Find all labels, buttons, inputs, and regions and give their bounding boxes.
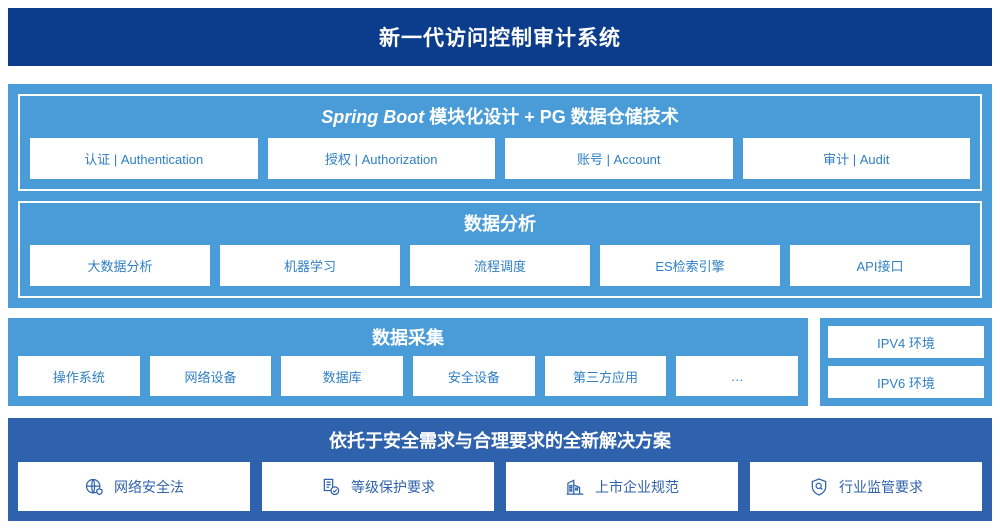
- module-audit[interactable]: 审计 | Audit: [742, 138, 970, 179]
- compliance-graded-protection[interactable]: 等级保护要求: [262, 462, 494, 511]
- page-title: 新一代访问控制审计系统: [379, 27, 621, 50]
- source-more-ellipsis[interactable]: …: [676, 356, 799, 396]
- layer-title-en: Spring Boot: [321, 107, 425, 127]
- module-big-data-analysis[interactable]: 大数据分析: [30, 245, 210, 286]
- compliance-title: 依托于安全需求与合理要求的全新解决方案: [329, 431, 671, 451]
- layer-items-data-analysis: 大数据分析 机器学习 流程调度 ES检索引擎 API接口: [30, 245, 970, 286]
- compliance-items: 网络安全法 等级保护要求: [18, 462, 982, 511]
- module-api-interface[interactable]: API接口: [790, 245, 970, 286]
- compliance-label: 网络安全法: [114, 478, 184, 495]
- compliance-panel: 依托于安全需求与合理要求的全新解决方案 网络安全法: [8, 418, 992, 521]
- module-authorization[interactable]: 授权 | Authorization: [267, 138, 495, 179]
- page-title-bar: 新一代访问控制审计系统: [8, 8, 992, 66]
- document-check-icon: [321, 477, 341, 497]
- architecture-layer-spring-boot: Spring Boot 模块化设计 + PG 数据仓储技术 认证 | Authe…: [18, 94, 982, 191]
- environment-ipv6[interactable]: IPV6 环境: [828, 366, 984, 398]
- source-operating-system[interactable]: 操作系统: [18, 356, 140, 396]
- data-collection-panel: 数据采集 操作系统 网络设备 数据库 安全设备 第三方应用 …: [8, 318, 808, 406]
- source-database[interactable]: 数据库: [281, 356, 404, 396]
- source-third-party-app[interactable]: 第三方应用: [544, 356, 667, 396]
- module-authentication[interactable]: 认证 | Authentication: [30, 138, 258, 179]
- source-network-device[interactable]: 网络设备: [149, 356, 272, 396]
- building-icon: [565, 477, 585, 497]
- compliance-label: 行业监管要求: [839, 478, 923, 495]
- module-es-search-engine[interactable]: ES检索引擎: [600, 245, 780, 286]
- layer-title-data-analysis: 数据分析: [464, 214, 536, 234]
- layer-title-zh: 模块化设计 + PG 数据仓储技术: [424, 107, 679, 127]
- ip-environment-panel: IPV4 环境 IPV6 环境: [820, 318, 992, 406]
- layer-title-spring-boot: Spring Boot 模块化设计 + PG 数据仓储技术: [30, 104, 970, 130]
- module-account[interactable]: 账号 | Account: [505, 138, 733, 179]
- shield-search-icon: [809, 477, 829, 497]
- source-security-device[interactable]: 安全设备: [413, 356, 535, 396]
- architecture-panel: Spring Boot 模块化设计 + PG 数据仓储技术 认证 | Authe…: [8, 84, 992, 308]
- data-collection-items: 操作系统 网络设备 数据库 安全设备 第三方应用 …: [18, 356, 799, 396]
- module-machine-learning[interactable]: 机器学习: [220, 245, 400, 286]
- layer-items-spring-boot: 认证 | Authentication 授权 | Authorization 账…: [30, 138, 970, 179]
- compliance-industry-regulation[interactable]: 行业监管要求: [750, 462, 982, 511]
- globe-shield-icon: [84, 477, 104, 497]
- compliance-label: 上市企业规范: [595, 478, 679, 495]
- environment-ipv4[interactable]: IPV4 环境: [828, 326, 984, 358]
- compliance-label: 等级保护要求: [351, 478, 435, 495]
- compliance-cybersecurity-law[interactable]: 网络安全法: [18, 462, 250, 511]
- module-process-scheduling[interactable]: 流程调度: [410, 245, 590, 286]
- compliance-listed-company-standard[interactable]: 上市企业规范: [506, 462, 738, 511]
- data-collection-title: 数据采集: [372, 328, 444, 348]
- architecture-layer-data-analysis: 数据分析 大数据分析 机器学习 流程调度 ES检索引擎 API接口: [18, 201, 982, 298]
